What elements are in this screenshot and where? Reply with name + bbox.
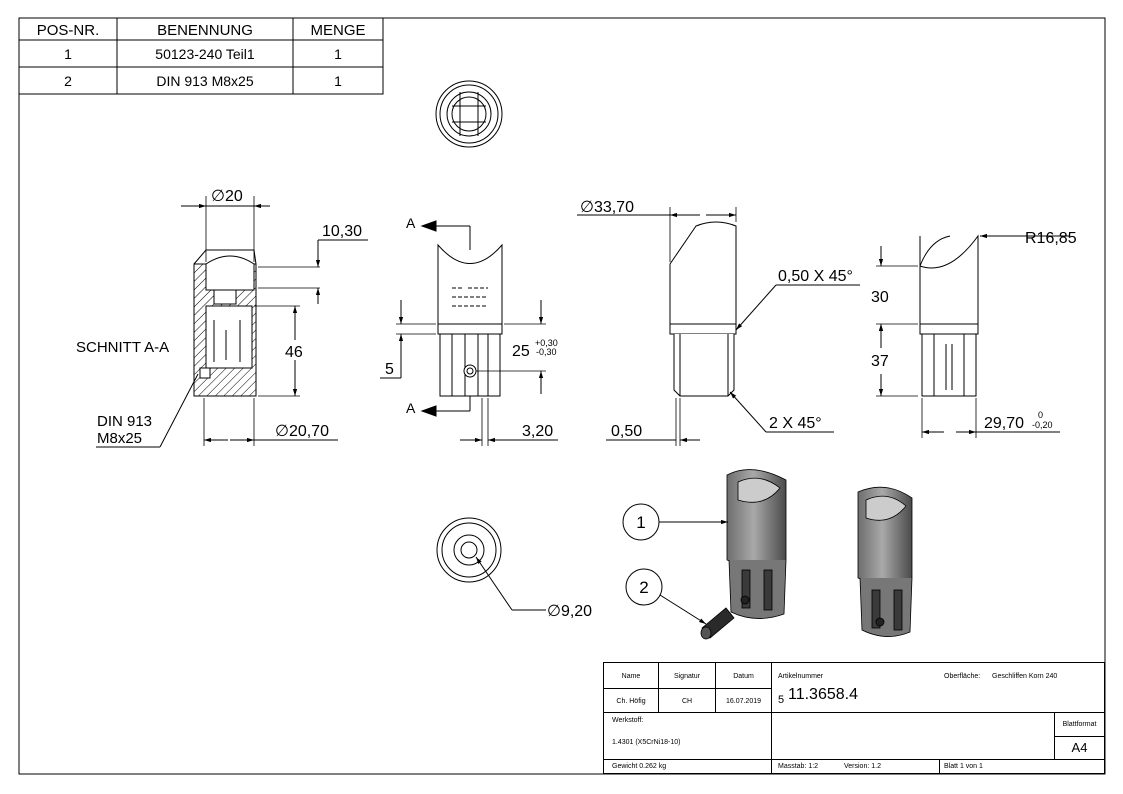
tb-article-label: Artikelnummer bbox=[778, 673, 824, 680]
tb-scale: Masstab: 1:2 bbox=[778, 763, 819, 770]
tb-date-label-cell: Datum bbox=[716, 663, 772, 689]
bom-row-2-name: DIN 913 M8x25 bbox=[156, 73, 253, 89]
tb-material-value: 1.4301 (X5CrNi18-10) bbox=[612, 739, 681, 746]
dim-3-20: 3,20 bbox=[522, 423, 553, 440]
tb-format-value-cell: A4 bbox=[1055, 737, 1104, 760]
bom-header-name: BENENNUNG bbox=[157, 22, 253, 39]
dim-29-70-lower-tol: -0,20 bbox=[1032, 420, 1053, 430]
tb-surface-label: Oberfläche: bbox=[944, 673, 981, 680]
isometric-assembly bbox=[700, 469, 787, 640]
tb-sheet-divider bbox=[939, 760, 940, 773]
side-view: ∅33,70 0,50 X 45° 0,50 2 X 45° bbox=[577, 199, 860, 446]
tb-article-cell: Artikelnummer 5 11.3658.4 Oberfläche: Ge… bbox=[772, 663, 1104, 713]
isometric-part bbox=[857, 486, 913, 637]
tb-article-number: 11.3658.4 bbox=[788, 686, 858, 703]
dim-chamfer-0-50: 0,50 X 45° bbox=[778, 268, 853, 285]
tb-version: Version: 1.2 bbox=[844, 763, 881, 770]
bom-row-2-pos: 2 bbox=[64, 73, 72, 89]
tb-signature-label: Signatur bbox=[673, 673, 701, 680]
tb-date-label: Datum bbox=[733, 673, 754, 680]
tb-signature-value-cell: CH bbox=[659, 689, 716, 713]
bom-row-2-qty: 1 bbox=[334, 73, 342, 89]
bom-row-1-name: 50123-240 Teil1 bbox=[155, 46, 255, 62]
bom-header-pos: POS-NR. bbox=[37, 22, 100, 39]
title-block: Name Signatur Datum Ch. Höfig CH 16.07.2… bbox=[603, 662, 1105, 774]
tb-weight: Gewicht 0.262 kg bbox=[612, 763, 667, 770]
top-view bbox=[435, 80, 503, 148]
right-view: R16,85 30 37 29,70 0 -0,20 bbox=[871, 230, 1077, 438]
tb-format-label-cell: Blattformat bbox=[1055, 713, 1104, 737]
tb-signature-value: CH bbox=[681, 698, 693, 705]
screw-note-line2: M8x25 bbox=[97, 430, 142, 447]
balloon-2-label: 2 bbox=[639, 578, 648, 597]
dim-0-50: 0,50 bbox=[611, 423, 642, 440]
tb-scale-cell: Masstab: 1:2 Version: 1.2 Blatt 1 von 1 bbox=[772, 760, 1104, 773]
balloons: 1 2 bbox=[622, 503, 728, 625]
balloon-2 bbox=[625, 568, 663, 606]
dim-37: 37 bbox=[871, 353, 889, 370]
dim-5: 5 bbox=[385, 361, 394, 378]
dim-25-lower-tol: -0,30 bbox=[536, 347, 557, 357]
tb-date-value: 16.07.2019 bbox=[725, 698, 762, 705]
dim-25-upper-tol: +0,30 bbox=[535, 338, 558, 348]
dim-radius-16-85: R16,85 bbox=[1025, 230, 1077, 247]
drawing-frame bbox=[18, 17, 1106, 775]
section-view: ∅20 10,30 46 ∅20,70 SCHNITT A-A DIN 913 … bbox=[76, 188, 368, 448]
tb-name-label: Name bbox=[621, 673, 641, 680]
dim-30: 30 bbox=[871, 289, 889, 306]
dim-10-30: 10,30 bbox=[322, 223, 362, 240]
dim-diameter-9-20: ∅9,20 bbox=[547, 603, 592, 620]
bottom-view: ∅9,20 bbox=[436, 517, 592, 620]
screw-note-line1: DIN 913 bbox=[97, 413, 152, 430]
dim-25: 25 bbox=[512, 343, 530, 360]
tb-material-cell: Werkstoff: 1.4301 (X5CrNi18-10) bbox=[604, 713, 772, 760]
tb-surface-value: Geschliffen Korn 240 bbox=[992, 673, 1058, 680]
bom-table: POS-NR. BENENNUNG MENGE 1 50123-240 Teil… bbox=[18, 17, 384, 95]
tb-material-label: Werkstoff: bbox=[612, 717, 644, 724]
tb-name-value: Ch. Höfig bbox=[616, 698, 646, 705]
tb-date-value-cell: 16.07.2019 bbox=[716, 689, 772, 713]
tb-article-prefix: 5 bbox=[778, 694, 785, 706]
tb-name-value-cell: Ch. Höfig bbox=[604, 689, 659, 713]
dim-diameter-33-70: ∅33,70 bbox=[580, 199, 634, 216]
tb-signature-label-cell: Signatur bbox=[659, 663, 716, 689]
bom-row-1-pos: 1 bbox=[64, 46, 72, 62]
tb-format-value: A4 bbox=[1071, 740, 1088, 755]
tb-blank-cell bbox=[772, 713, 1055, 760]
bom-header-qty: MENGE bbox=[310, 22, 365, 39]
front-view: A A 5 25 +0,30 -0,30 3,20 bbox=[380, 215, 558, 446]
balloon-1-label: 1 bbox=[636, 513, 645, 532]
dim-diameter-20: ∅20 bbox=[211, 188, 243, 205]
dim-46: 46 bbox=[285, 344, 303, 361]
dim-chamfer-2: 2 X 45° bbox=[769, 415, 822, 432]
section-marker-top: A bbox=[406, 215, 416, 231]
dim-29-70-upper-tol: 0 bbox=[1038, 410, 1043, 420]
section-marker-bottom: A bbox=[406, 400, 416, 416]
tb-format-label: Blattformat bbox=[1062, 721, 1097, 728]
tb-sheet: Blatt 1 von 1 bbox=[944, 763, 983, 770]
tb-weight-cell: Gewicht 0.262 kg bbox=[604, 760, 772, 773]
dim-diameter-20-70: ∅20,70 bbox=[275, 423, 329, 440]
section-label: SCHNITT A-A bbox=[76, 339, 169, 356]
bom-row-1-qty: 1 bbox=[334, 46, 342, 62]
tb-name-label-cell: Name bbox=[604, 663, 659, 689]
dim-29-70: 29,70 bbox=[984, 415, 1024, 432]
